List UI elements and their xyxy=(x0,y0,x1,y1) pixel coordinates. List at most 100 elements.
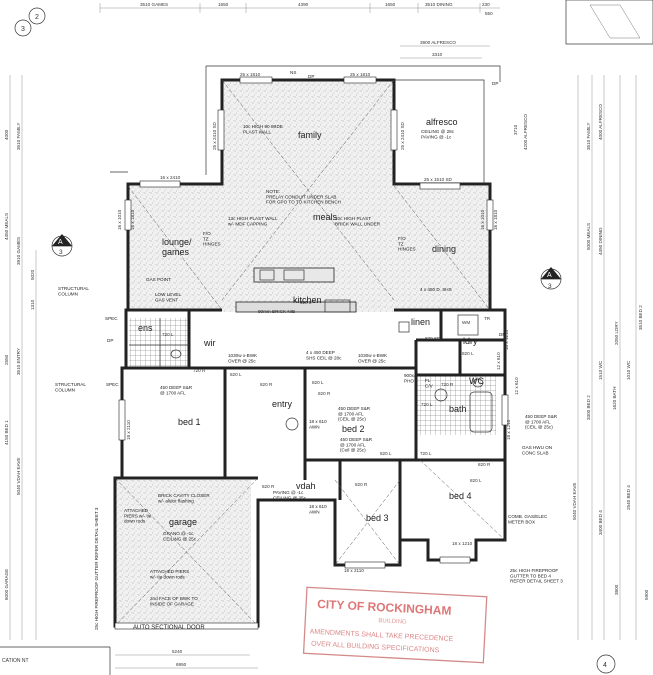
svg-text:3910 GAMES: 3910 GAMES xyxy=(16,237,21,265)
svg-text:3: 3 xyxy=(21,26,25,33)
ceiling-lines xyxy=(114,79,506,627)
note-spec-2: SPEC xyxy=(106,382,119,387)
svg-text:820 R: 820 R xyxy=(355,482,368,487)
room-labels: family alfresco meals lounge/games dinin… xyxy=(138,117,491,527)
svg-text:4200 ALFRESCO: 4200 ALFRESCO xyxy=(523,114,528,150)
svg-text:25 x 2410 SD: 25 x 2410 SD xyxy=(212,121,217,150)
windows xyxy=(114,76,509,630)
note-sar-bed1: 450 DEEP S&R@ 1700 AFL xyxy=(160,385,193,395)
svg-text:A: A xyxy=(58,239,63,246)
svg-text:4000 ALFRESCO: 4000 ALFRESCO xyxy=(598,104,603,140)
svg-text:3: 3 xyxy=(59,249,63,256)
room-bed4: bed 4 xyxy=(449,491,472,501)
room-ens: ens xyxy=(138,323,153,333)
dim-top-2: 4390 xyxy=(298,2,309,7)
svg-text:5240: 5240 xyxy=(172,649,183,654)
svg-text:3510 ENTRY: 3510 ENTRY xyxy=(16,348,21,375)
note-dp-2: DP xyxy=(492,81,498,86)
dim-alfresco-top2: 3310 xyxy=(432,52,443,57)
svg-text:3510 FAMILY: 3510 FAMILY xyxy=(586,123,591,151)
svg-text:820 L: 820 L xyxy=(230,372,242,377)
dim-top-1: 1650 xyxy=(218,2,229,7)
dim-top-3: 1650 xyxy=(385,2,396,7)
window-labels: 25 x 1810 25 x 1810 25 x 2410 SD 25 x 24… xyxy=(117,72,519,573)
svg-text:16 x 1810: 16 x 1810 xyxy=(493,209,498,230)
svg-text:3: 3 xyxy=(548,283,552,290)
svg-text:820 L: 820 L xyxy=(300,300,312,305)
svg-text:18 x 1210: 18 x 1210 xyxy=(504,329,509,350)
note-sar-bed2a: 450 DEEP S&R@ 1700 AFL(CEIL @ 25c) xyxy=(338,406,371,422)
svg-text:870 SD: 870 SD xyxy=(425,336,441,341)
svg-text:4450 DINING: 4450 DINING xyxy=(598,227,603,255)
kitchen-bench xyxy=(235,267,357,313)
note-sar-right: 450 DEEP S&R@ 1700 AFL(CEIL @ 25c) xyxy=(525,414,558,430)
svg-text:A: A xyxy=(547,272,552,279)
svg-text:3710: 3710 xyxy=(513,124,518,135)
svg-text:12 x 610: 12 x 610 xyxy=(496,352,501,370)
section-marker-a-right: A 3 xyxy=(540,267,562,290)
svg-text:3510 FAMILY: 3510 FAMILY xyxy=(16,123,21,151)
svg-text:4000: 4000 xyxy=(4,129,9,140)
room-entry: entry xyxy=(272,399,293,409)
dim-top-5: 230 xyxy=(482,2,490,7)
svg-text:BUILDING: BUILDING xyxy=(378,618,407,625)
note-shs: 4 x 450 D. SHS xyxy=(420,287,452,292)
note-gas-point: GAS POINT xyxy=(146,277,171,282)
note-ns: NS xyxy=(290,70,296,75)
svg-text:5040 VDAH EAVE: 5040 VDAH EAVE xyxy=(572,483,577,520)
note-dp-4: DP xyxy=(499,332,505,337)
bottom-dimension-strip: 5240 6950 CATION NT xyxy=(2,649,258,669)
svg-text:16 x 1010: 16 x 1010 xyxy=(117,209,122,230)
label-wm: WM xyxy=(462,320,470,325)
label-tr: TR xyxy=(484,316,491,321)
dim-top-6: 550 xyxy=(485,11,493,16)
svg-text:3300 BED 2: 3300 BED 2 xyxy=(586,395,591,420)
exterior-walls xyxy=(110,65,507,628)
garage-door xyxy=(114,622,259,630)
svg-text:720 L: 720 L xyxy=(421,402,433,407)
note-dp-3: DP xyxy=(107,338,113,343)
svg-text:1310: 1310 xyxy=(30,299,35,310)
room-bed1: bed 1 xyxy=(178,417,201,427)
fixtures xyxy=(170,314,493,433)
room-wir: wir xyxy=(203,338,216,348)
svg-text:5000 MEALS: 5000 MEALS xyxy=(586,223,591,250)
svg-text:1010 WC: 1010 WC xyxy=(626,360,631,380)
dim-alfresco-top: 3900 ALFRESCO xyxy=(420,40,456,45)
svg-text:720 R: 720 R xyxy=(441,382,454,387)
svg-text:820 R: 820 R xyxy=(262,484,275,489)
svg-text:1510 WC: 1510 WC xyxy=(598,360,603,380)
note-fireproof-left: 25c HIGH FIREPROOF GUTTER REFER DETAIL S… xyxy=(94,507,99,630)
room-garage: garage xyxy=(169,517,197,527)
svg-text:2540 BED 4: 2540 BED 4 xyxy=(626,485,631,510)
bathtub xyxy=(469,391,493,433)
svg-text:820 L: 820 L xyxy=(462,351,474,356)
svg-text:6000 GARAGE: 6000 GARAGE xyxy=(4,569,9,600)
right-dimension-strings: 4200 ALFRESCO 3710 4000 ALFRESCO 3510 FA… xyxy=(513,75,649,640)
svg-text:4: 4 xyxy=(603,662,607,669)
svg-text:16 x 1810: 16 x 1810 xyxy=(130,209,135,230)
dim-top-dining: 3510 DINING xyxy=(425,2,453,7)
svg-text:5020: 5020 xyxy=(30,269,35,280)
toilet-wc xyxy=(472,378,484,388)
note-dp-1: DP xyxy=(308,74,314,79)
svg-text:2: 2 xyxy=(35,14,39,21)
svg-text:4450 MEALS: 4450 MEALS xyxy=(4,213,9,240)
svg-text:18 x 1210: 18 x 1210 xyxy=(452,541,473,546)
svg-text:820 R: 820 R xyxy=(478,462,491,467)
